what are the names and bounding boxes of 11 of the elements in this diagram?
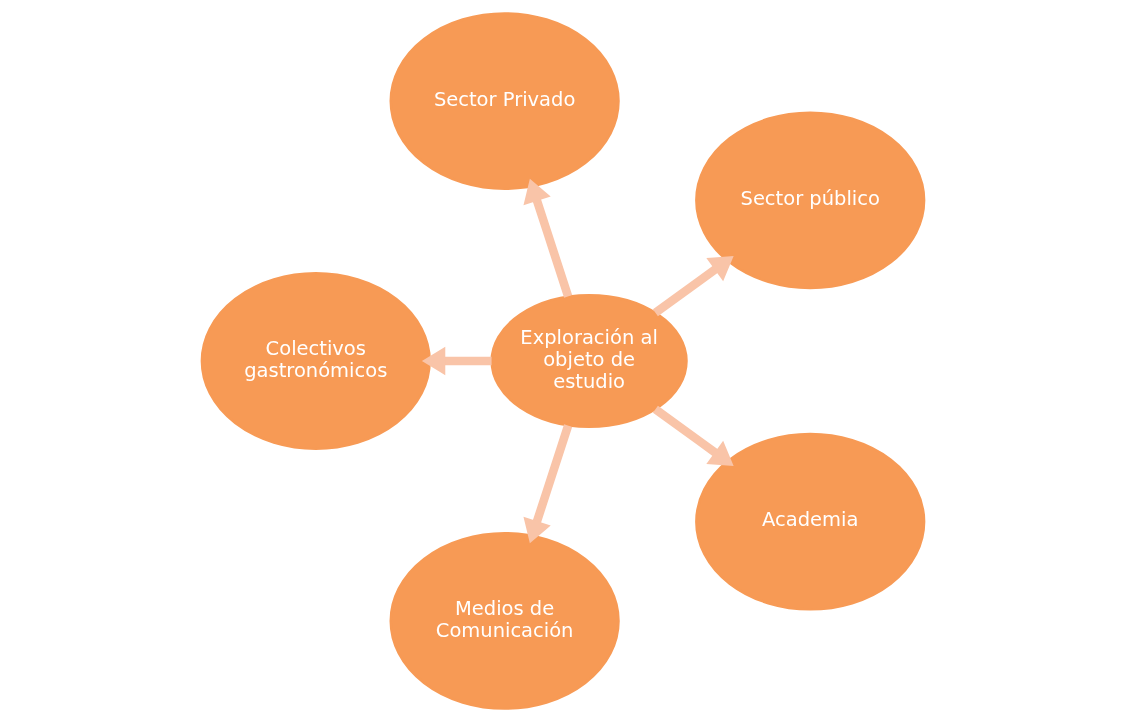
- node-ellipse: Exploración al objeto de estudio: [490, 294, 688, 428]
- node-ellipse: Colectivos gastronómicos: [200, 272, 431, 450]
- arrow: [652, 255, 734, 317]
- node-ellipse: Medios de Comunicación: [389, 532, 620, 710]
- node-ellipse: Academia: [695, 432, 926, 611]
- arrow: [421, 346, 492, 376]
- arrow: [652, 405, 734, 467]
- node-ellipse: Sector público: [695, 111, 926, 290]
- arrow: [523, 424, 573, 544]
- arrow: [523, 178, 573, 298]
- node-ellipse: Sector Privado: [389, 12, 620, 190]
